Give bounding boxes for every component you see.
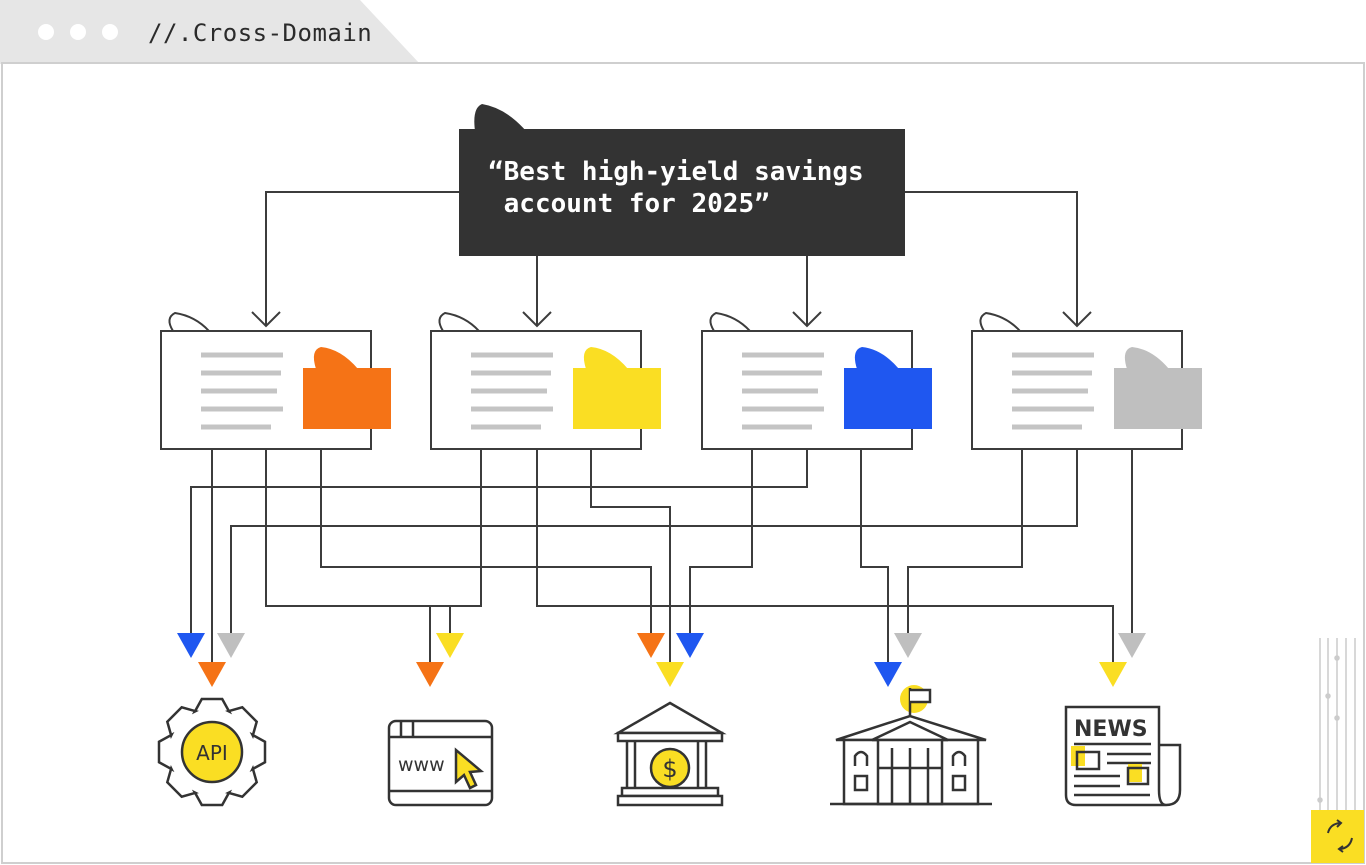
accent-block (303, 368, 391, 429)
query-line-1: “Best high-yield savings (488, 157, 864, 187)
search-query: “Best high-yield savings account for 202… (488, 156, 888, 220)
connector-arrow-icon (522, 311, 552, 328)
route-line (265, 449, 482, 607)
accent-bubble-tail (1124, 347, 1169, 369)
text-line (201, 370, 281, 376)
route-arrow-icon (874, 662, 902, 687)
text-line (471, 406, 553, 412)
text-line (1012, 352, 1094, 358)
connector-arrow-icon (1062, 311, 1092, 328)
route-arrow-icon (177, 633, 205, 658)
text-line (1012, 406, 1094, 412)
text-line (471, 370, 551, 376)
newspaper-icon: NEWS (1064, 705, 1182, 807)
news-label: NEWS (1074, 717, 1148, 742)
result-card (971, 311, 1202, 450)
route-line (190, 449, 808, 638)
text-line (742, 406, 824, 412)
window-dot-icon (102, 24, 118, 40)
card-bubble-tail (709, 311, 751, 332)
route-line (536, 449, 1114, 672)
card-bubble-tail (168, 311, 210, 332)
connector-arrow-icon (251, 311, 281, 328)
accent-bubble-tail (854, 347, 899, 369)
query-bubble (459, 129, 905, 256)
accent-block (573, 368, 661, 429)
query-connector (265, 191, 459, 326)
route-arrow-icon (676, 633, 704, 658)
route-line (907, 449, 1023, 638)
route-line (320, 449, 652, 638)
window-dot-icon (38, 24, 54, 40)
card-bubble-tail (438, 311, 480, 332)
route-line (689, 449, 753, 638)
text-line (471, 424, 541, 430)
result-cards (160, 311, 1202, 450)
route-arrow-icon (656, 662, 684, 687)
accent-bubble-tail (313, 347, 358, 369)
accent-block (1114, 368, 1202, 429)
corner-badge (1311, 810, 1364, 863)
bank-dollar-icon: $ (613, 701, 727, 807)
website-browser-icon: www (387, 719, 494, 807)
result-card (701, 311, 932, 450)
text-line (742, 370, 822, 376)
connector-arrow-icon (792, 311, 822, 328)
text-line (471, 388, 547, 394)
text-line (742, 352, 824, 358)
route-arrow-icon (436, 633, 464, 658)
text-line (201, 352, 283, 358)
government-building-icon (830, 685, 992, 806)
window-tab (0, 0, 420, 64)
text-line (201, 388, 277, 394)
api-gear-icon: API (157, 697, 267, 807)
text-line (1012, 388, 1088, 394)
cursor-icon (454, 747, 485, 790)
query-connector (905, 191, 1078, 326)
accent-block (844, 368, 932, 429)
window-dot-icon (70, 24, 86, 40)
accent-bubble-tail (583, 347, 628, 369)
text-line (1012, 424, 1082, 430)
api-label: API (196, 741, 228, 765)
dollar-label: $ (662, 755, 677, 783)
route-arrow-icon (217, 633, 245, 658)
text-line (742, 388, 818, 394)
www-label: www (398, 754, 445, 776)
window-title: //.Cross-Domain (148, 19, 373, 47)
route-line (860, 449, 889, 672)
route-line (230, 449, 1078, 638)
query-connectors (251, 191, 1092, 328)
route-line (590, 449, 671, 672)
route-arrowheads (177, 633, 1146, 687)
circuit-decoration (1317, 638, 1356, 810)
text-line (1012, 370, 1092, 376)
text-line (201, 424, 271, 430)
card-bubble-tail (979, 311, 1021, 332)
result-card (160, 311, 391, 450)
refresh-icon (1327, 819, 1353, 853)
route-arrow-icon (637, 633, 665, 658)
route-arrow-icon (1118, 633, 1146, 658)
text-line (201, 406, 283, 412)
text-line (471, 352, 553, 358)
result-card (430, 311, 661, 450)
route-arrow-icon (416, 662, 444, 687)
route-arrow-icon (1099, 662, 1127, 687)
routing-lines (190, 449, 1133, 672)
route-arrow-icon (894, 633, 922, 658)
query-bubble-tail (474, 104, 526, 131)
query-line-2: account for 2025” (488, 189, 770, 219)
route-arrow-icon (198, 662, 226, 687)
text-line (742, 424, 812, 430)
